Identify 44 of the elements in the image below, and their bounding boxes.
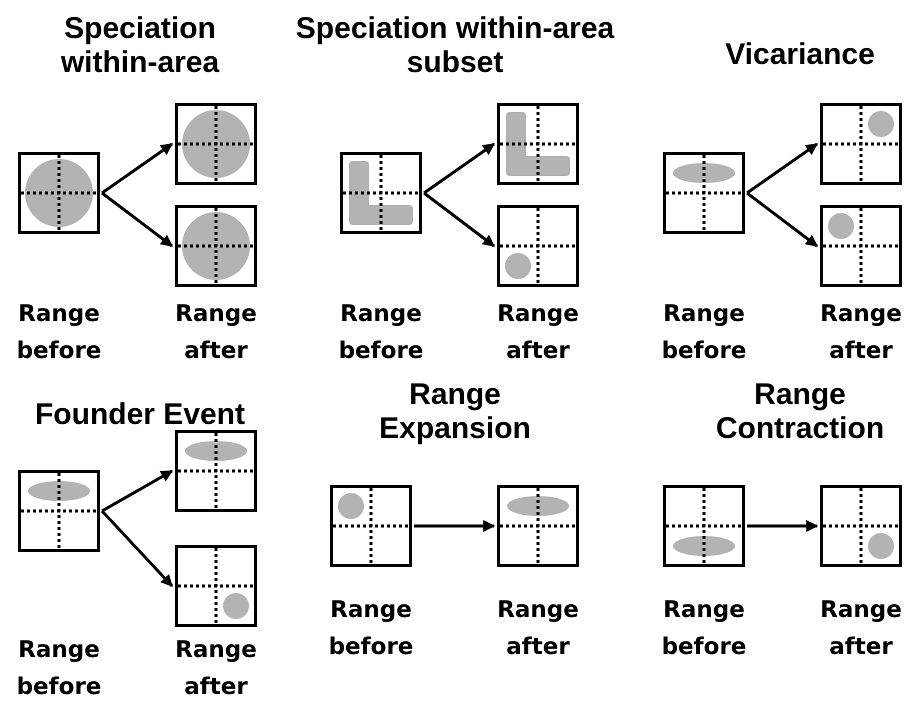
range-map <box>175 103 257 185</box>
range-caption: Range after <box>496 300 580 366</box>
range-map <box>820 103 902 185</box>
arrow <box>101 470 174 512</box>
range-caption: Range after <box>174 300 258 366</box>
panel-title: Range Contraction <box>714 378 886 446</box>
panel-title: Vicariance <box>724 38 876 72</box>
arrow <box>746 192 818 248</box>
panel-title: Range Expansion <box>378 378 532 446</box>
range-map <box>175 205 257 287</box>
range-map <box>497 205 579 287</box>
arrow <box>747 520 818 532</box>
arrow <box>423 142 495 194</box>
range-map <box>340 152 422 234</box>
arrow <box>101 192 173 248</box>
range-caption: Range before <box>660 596 748 662</box>
arrow <box>101 142 173 194</box>
range-map <box>820 485 902 567</box>
range-map <box>18 152 100 234</box>
arrow <box>423 192 495 248</box>
range-caption: Range after <box>819 300 903 366</box>
range-map <box>330 485 412 567</box>
range-caption: Range before <box>338 300 424 366</box>
range-map <box>18 470 100 552</box>
arrow <box>100 510 174 588</box>
range-map <box>663 152 745 234</box>
range-map <box>497 485 579 567</box>
range-caption: Range before <box>328 596 414 662</box>
arrow <box>414 520 496 532</box>
range-caption: Range before <box>16 636 102 702</box>
range-map <box>175 430 257 512</box>
range-map <box>175 545 257 627</box>
panel-title: Founder Event <box>34 398 246 432</box>
range-caption: Range after <box>819 596 903 662</box>
range-caption: Range after <box>174 636 258 702</box>
panel-title: Speciation within-area subset <box>294 12 616 80</box>
panel-title: Speciation within-area <box>60 12 220 80</box>
range-map <box>663 485 745 567</box>
range-caption: Range before <box>16 300 102 366</box>
arrow <box>746 142 818 194</box>
range-map <box>820 205 902 287</box>
range-map <box>497 103 579 185</box>
range-caption: Range after <box>496 596 580 662</box>
range-caption: Range before <box>660 300 748 366</box>
